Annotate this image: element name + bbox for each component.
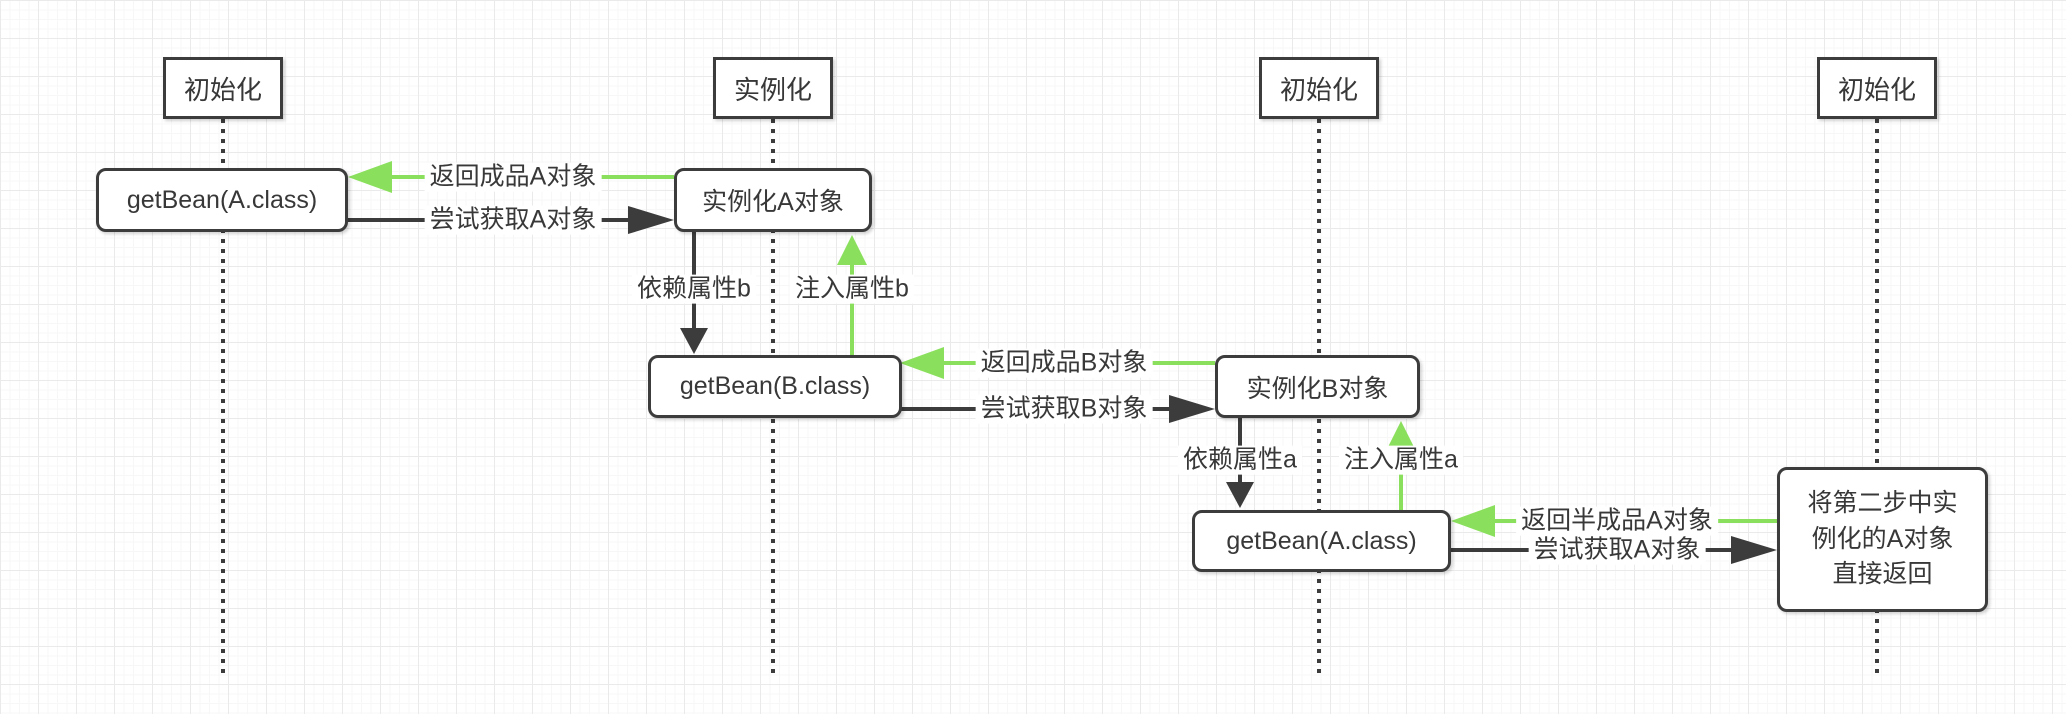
node-instantiate-b: 实例化B对象 [1215,355,1420,418]
lifeline-2-title: 实例化 [733,74,812,105]
message-label-return-half-a: 返回半成品A对象 [1516,506,1718,536]
message-label-try-get-a: 尝试获取A对象 [424,205,602,235]
node-instantiate-b-label: 实例化B对象 [1246,374,1389,403]
lifeline-3-header: 初始化 [1259,57,1379,119]
message-label-try-get-b: 尝试获取B对象 [975,394,1153,424]
message-label-return-a: 返回成品A对象 [424,162,602,192]
message-label-inject-a: 注入属性a [1339,445,1463,475]
message-label-return-b: 返回成品B对象 [975,348,1153,378]
lifeline-4-title: 初始化 [1837,74,1916,105]
lifeline-2-header: 实例化 [713,57,833,119]
arrowhead-right-icon [1169,395,1215,423]
lifeline-3-title: 初始化 [1279,74,1358,105]
arrow-inject-a-line [1399,449,1403,510]
message-label-depend-b: 依赖属性b [632,274,756,304]
arrow-inject-b-line [850,263,854,355]
node-getbean-b: getBean(B.class) [648,355,902,418]
arrowhead-down-icon [1226,482,1254,508]
message-label-try-get-a2: 尝试获取A对象 [1528,535,1706,565]
arrowhead-down-icon [680,328,708,354]
node-instantiate-a: 实例化A对象 [674,168,872,232]
lifeline-1-header: 初始化 [163,57,283,119]
node-instantiate-a-label: 实例化A对象 [702,188,844,216]
lifeline-4-header: 初始化 [1817,57,1937,119]
message-label-inject-b: 注入属性b [790,274,914,304]
arrowhead-right-icon [628,206,674,234]
lifeline-1-line [221,119,225,677]
lifeline-1-title: 初始化 [183,74,262,105]
node-getbean-a: getBean(A.class) [96,168,348,232]
node-return-a-directly: 将第二步中实例化的A对象直接返回 [1777,467,1988,612]
node-getbean-a-2-label: getBean(A.class) [1226,526,1417,555]
arrowhead-left-icon [900,347,944,379]
node-getbean-a-2: getBean(A.class) [1192,510,1451,572]
arrowhead-up-icon [837,235,867,265]
arrowhead-left-icon [348,161,392,193]
lifeline-4-line [1875,119,1879,677]
node-getbean-b-label: getBean(B.class) [679,372,871,400]
arrowhead-left-icon [1451,505,1495,537]
node-return-a-directly-label: 将第二步中实例化的A对象直接返回 [1807,489,1958,589]
node-getbean-a-label: getBean(A.class) [126,185,318,214]
arrowhead-right-icon [1731,536,1777,564]
message-label-depend-a: 依赖属性a [1178,445,1302,475]
